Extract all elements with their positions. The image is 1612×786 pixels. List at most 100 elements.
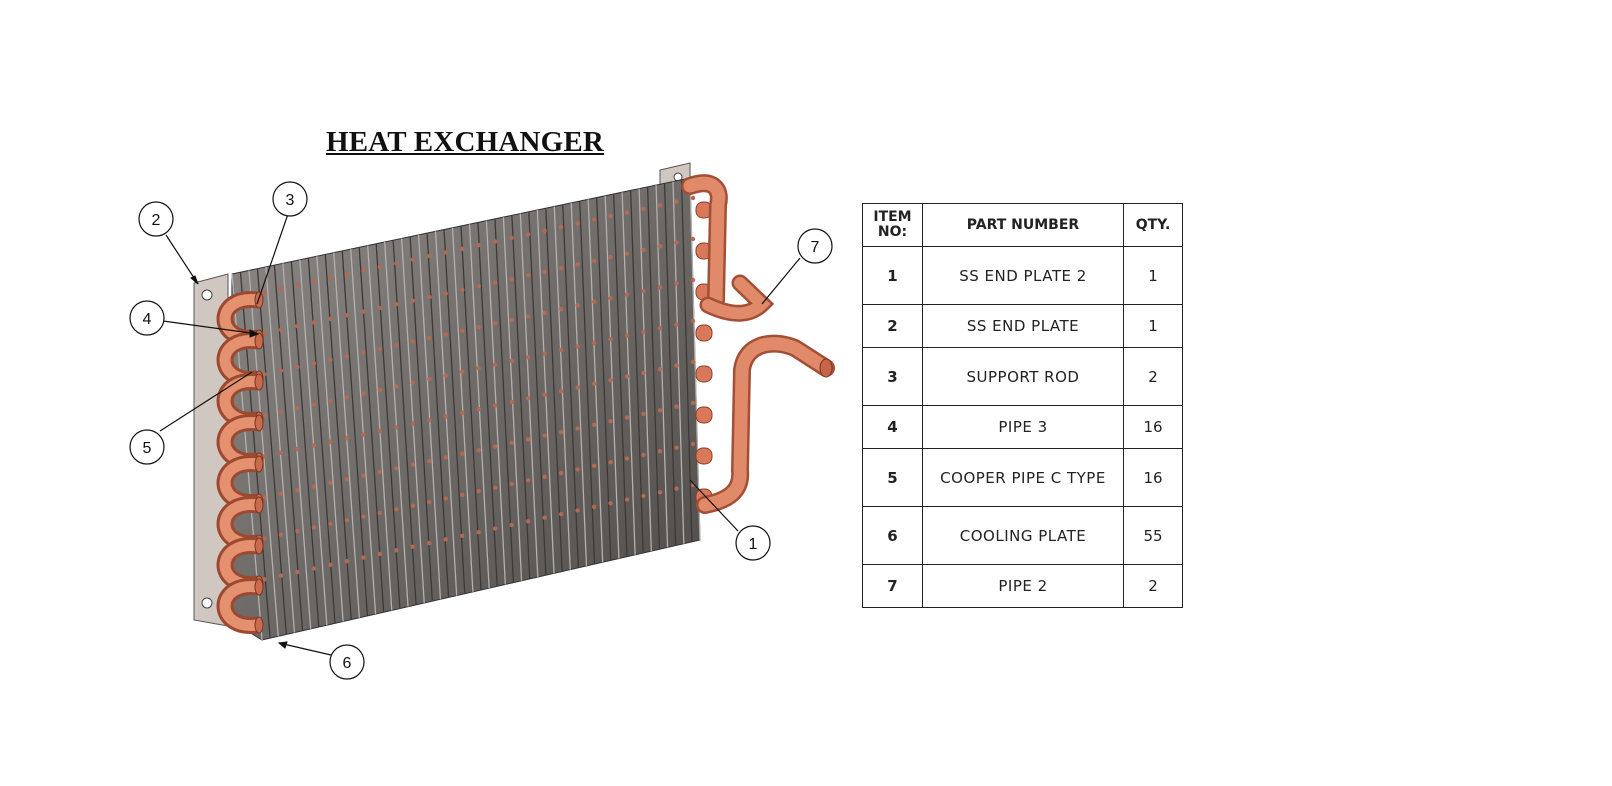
tube-pass-dot [674,363,679,368]
tube-pass-dot [575,262,580,267]
tube-pass-dot [278,327,284,332]
tube-pass-dot [443,496,448,501]
tube-pass-dot [443,537,448,542]
tube-pass-dot [344,272,350,277]
tube-pass-dot [509,522,514,528]
tube-pass-dot [410,298,416,303]
tube-pass-dot [641,247,646,253]
tube-pass-dot [690,277,696,283]
tube-pass-dot [608,254,613,260]
tube-pass-dot [295,569,300,575]
tube-pass-dot [262,495,267,500]
callout-leaders [159,213,801,656]
tube-pass-dot [525,355,531,360]
tube-pass-dot [591,340,597,345]
tube-pass-dot [558,347,564,353]
tube-pass-dot [377,469,383,475]
cooling-plate-edge [341,250,369,616]
tube-pass-dot [509,481,514,487]
tube-pass-dot [460,328,465,334]
tube-pass-dot [278,532,284,537]
cooling-plate-edge [604,195,620,559]
tube-pass-dot [361,514,366,519]
callout-balloon: 4 [129,300,165,336]
cooling-plate-edge [587,199,604,563]
tube-pass-dot [344,559,350,564]
tube-pass-dot [410,339,416,344]
tube-pass-dot [591,463,597,468]
tube-pass-dot [410,462,416,467]
bom-row: 2 SS END PLATE 1 [862,304,1183,348]
cooling-plate-edge [460,225,482,591]
cooling-plates [231,177,701,641]
tube-pass-dot [311,484,317,489]
tube-pass-dot [295,323,300,329]
cooling-plate-edge [528,211,547,576]
bom-row: 1 SS END PLATE 2 1 [862,246,1183,305]
tube-pass-dot [361,473,366,478]
tube-pass-dot [328,316,333,322]
bom-item: 4 [862,405,923,449]
callout-label: 6 [343,655,352,672]
bom-header-item: ITEM NO: [862,203,923,247]
bom-item: 1 [862,246,923,305]
tube-pass-dot [443,332,448,337]
tube-pass-dot [311,443,317,448]
tube-pass-dot [591,299,597,304]
tube-pass-dot [377,264,383,270]
tube-pass-dot [542,351,547,356]
cooling-plate-edge [494,218,515,583]
tube-pass-dot [624,374,630,379]
cooling-plate-edge [485,220,506,585]
tube-pass-dot [641,329,646,335]
plate-hole-icon [201,597,213,609]
callout-label: 4 [143,311,152,328]
tube-pass-dot [377,305,383,311]
callout-balloon: 3 [272,181,308,217]
tube-pass-dot [427,335,432,341]
tube-pass-dot [657,408,663,413]
bom-qty: 55 [1123,506,1183,565]
tube-pass-dot [690,236,696,242]
tube-pass-dot [575,344,580,349]
tube-pass-dot [525,437,531,442]
tube-pass-dot [674,404,679,409]
tube-pass-dot [525,273,531,278]
tube-pass-dot [427,376,432,382]
tube-pass-dot [328,439,333,445]
bom-qty: 16 [1123,448,1183,507]
tube-pass-dot [525,519,531,524]
bom-qty: 2 [1123,347,1183,406]
tube-pass-dot [476,242,481,248]
cooling-plate-edge [265,266,296,633]
tube-pass-dot [410,421,416,426]
tube-pass-dot [558,265,564,271]
tube-pass-dot [509,440,514,446]
tube-pass-dot [361,350,366,355]
tube-pass-dot [443,250,448,255]
tube-pass-dot [641,206,646,212]
tube-pass-dot [542,392,547,397]
copper-u-bends [216,291,264,634]
tube-pass-dot [394,302,399,307]
tube-pass-dot [410,380,416,385]
tube-pass-dot [542,474,547,479]
cooling-plate-edge [256,268,287,635]
tube-pass-dot [377,387,383,393]
cooling-plate-edge [468,224,490,589]
callout-label: 1 [749,536,758,553]
tube-pass-dot [509,358,514,364]
pipe-opening-icon [819,358,833,378]
tube-pass-dot [493,526,498,531]
tube-pass-dot [493,403,498,408]
cooling-plate-edge [409,236,433,602]
tube-pass-dot [344,477,350,482]
bom-qty: 1 [1123,246,1183,305]
tube-pass-dot [476,529,481,535]
tube-pass-dot [690,359,696,365]
tube-pass-dot [558,224,564,230]
plate-hole-icon [201,289,213,301]
tube-pass-dot [641,452,646,458]
cooling-plate-edge [477,222,498,587]
pipe-end-icon [254,616,264,634]
